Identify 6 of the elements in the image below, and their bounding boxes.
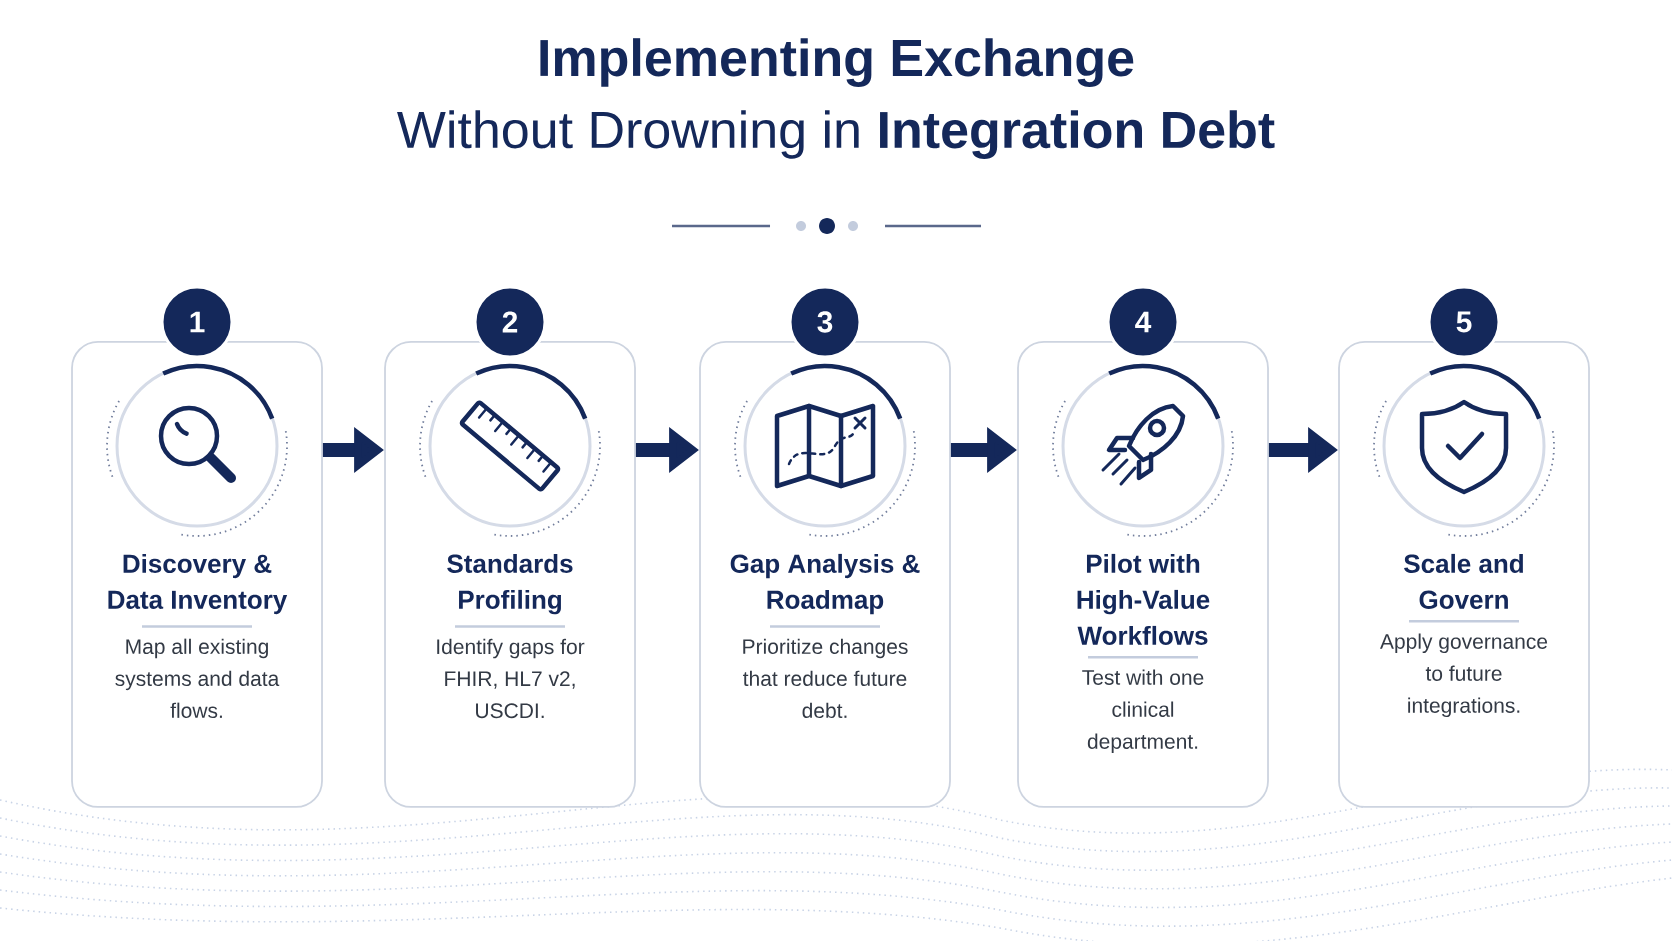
step-number: 3 [788, 285, 862, 359]
step-number: 2 [473, 285, 547, 359]
title: Implementing Exchange Without Drowning in Integration Debt [397, 38, 1275, 159]
step-number: 1 [160, 285, 234, 359]
step-number: 5 [1427, 285, 1501, 359]
step-number: 4 [1106, 285, 1180, 359]
